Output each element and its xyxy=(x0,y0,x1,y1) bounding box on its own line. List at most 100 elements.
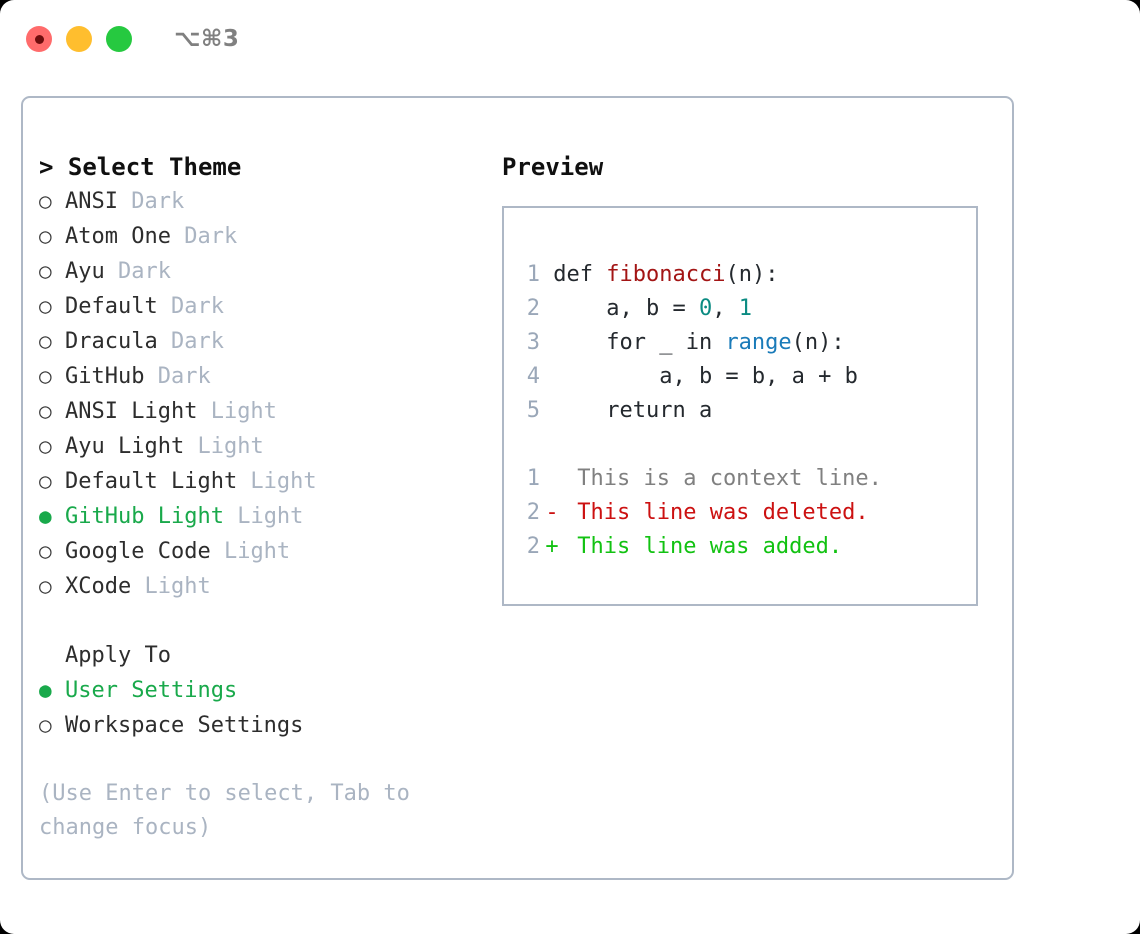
theme-option-label: Default xyxy=(65,294,158,319)
theme-option-label: Ayu Light xyxy=(65,434,185,459)
radio-unselected-icon: ○ xyxy=(39,259,52,283)
theme-option-tag: Light xyxy=(237,469,317,494)
code-line: 1 def fibonacci(n): xyxy=(516,258,976,292)
minimize-button[interactable] xyxy=(66,26,92,52)
code-token-plain: def xyxy=(553,262,607,287)
line-number: 1 xyxy=(526,262,540,287)
radio-unselected-icon: ○ xyxy=(39,713,52,737)
zoom-button[interactable] xyxy=(106,26,132,52)
line-number: 5 xyxy=(526,398,540,423)
radio-unselected-icon: ○ xyxy=(39,539,52,563)
diff-text: This is a context line. xyxy=(564,466,882,491)
line-number: 2 xyxy=(526,500,540,525)
keyboard-hint: (Use Enter to select, Tab to change focu… xyxy=(39,781,410,840)
theme-option[interactable]: ○Dracula Dark xyxy=(39,324,489,359)
radio-unselected-icon: ○ xyxy=(39,294,52,318)
diff-line: 2+ This line was added. xyxy=(516,530,976,564)
code-token-plain: return a xyxy=(553,398,713,423)
theme-option[interactable]: ○ Ayu Dark xyxy=(39,254,489,289)
content-panel: > Select Theme ○ANSI Dark○Atom One Dark○… xyxy=(21,96,1014,880)
diff-line: 2- This line was deleted. xyxy=(516,496,976,530)
radio-unselected-icon: ○ xyxy=(39,364,52,388)
theme-option-label: Atom One xyxy=(65,224,171,249)
theme-list[interactable]: ○ ANSI Dark ○ Atom One Dark ○ Ayu Dark ○ Defaul… xyxy=(39,184,489,604)
radio-selected-icon: ● xyxy=(39,504,52,528)
radio-unselected-icon: ○ xyxy=(39,399,52,423)
line-number: 1 xyxy=(526,466,540,491)
code-token-plain: , xyxy=(712,296,739,321)
code-token-plain: (n): xyxy=(725,262,779,287)
code-line: 3 for _ in range(n): xyxy=(516,326,976,360)
theme-option-tag: Light xyxy=(210,539,291,564)
theme-option[interactable]: ○ XCode Light xyxy=(39,569,489,604)
theme-option-tag: Light xyxy=(184,434,264,459)
theme-option-label: Ayu xyxy=(65,259,105,284)
apply-to-option-label: User Settings xyxy=(65,678,238,703)
radio-unselected-icon: ○ xyxy=(39,574,52,598)
diff-text: This line was deleted. xyxy=(564,500,869,525)
diff-line: 1 This is a context line. xyxy=(516,462,976,496)
theme-option[interactable]: ○Google Code Light xyxy=(39,534,489,569)
theme-option-label: XCode xyxy=(65,574,132,599)
preview-heading: Preview xyxy=(502,153,604,181)
line-number: 4 xyxy=(526,364,540,389)
code-token-fn: fibonacci xyxy=(606,262,726,287)
theme-option[interactable]: ○ Atom One Dark xyxy=(39,219,489,254)
line-number: 2 xyxy=(526,296,540,321)
radio-unselected-icon: ○ xyxy=(39,224,52,248)
radio-unselected-icon: ○ xyxy=(39,329,52,353)
code-line: 4 a, b = b, a + b xyxy=(516,360,976,394)
theme-option-label: ANSI Light xyxy=(65,399,198,424)
radio-unselected-icon: ○ xyxy=(39,469,52,493)
apply-to-option[interactable]: ●User Settings xyxy=(39,673,489,708)
theme-option-label: Default Light xyxy=(65,469,238,494)
theme-option-tag: Dark xyxy=(104,259,171,284)
code-token-kw: range xyxy=(725,330,792,355)
diff-sign: - xyxy=(545,500,559,525)
theme-option[interactable]: ○ ANSI Light Light xyxy=(39,394,489,429)
window-controls xyxy=(26,26,132,52)
theme-option-tag: Light xyxy=(197,399,277,424)
theme-option-tag: Light xyxy=(223,504,304,529)
close-button[interactable] xyxy=(26,26,52,52)
code-diff-gap xyxy=(516,428,976,462)
line-number: 2 xyxy=(526,534,540,559)
code-token-num: 1 xyxy=(738,296,752,321)
theme-option[interactable]: ○ ANSI Dark xyxy=(39,184,489,219)
theme-option[interactable]: ○ Default Light Light xyxy=(39,464,489,499)
diff-sign: + xyxy=(545,534,559,559)
theme-option-tag: Dark xyxy=(157,294,224,319)
code-line: 2 a, b = 0, 1 xyxy=(516,292,976,326)
code-token-plain: a, b = b, a + b xyxy=(553,364,858,389)
apply-to-heading: ○ Apply To xyxy=(39,638,489,673)
apply-to-option-label: Workspace Settings xyxy=(65,713,304,738)
theme-selector-column: > Select Theme ○ANSI Dark○Atom One Dark○… xyxy=(39,150,489,845)
theme-option-tag: Light xyxy=(131,574,211,599)
theme-option-label: ANSI xyxy=(65,189,118,214)
line-number: 3 xyxy=(526,330,540,355)
title-bar: ⌥⌘3 xyxy=(0,0,1140,78)
diff-sample: 1 This is a context line.2- This line wa… xyxy=(516,462,976,564)
theme-option[interactable]: ○ Default Dark xyxy=(39,289,489,324)
code-token-num: 0 xyxy=(698,296,713,321)
radio-unselected-icon: ○ xyxy=(39,434,52,458)
theme-option-tag: Dark xyxy=(117,189,185,214)
theme-option[interactable]: ○ Ayu Light Light xyxy=(39,429,489,464)
theme-option-label: GitHub Light xyxy=(65,504,224,529)
apply-to-list[interactable]: ●User Settings ○ Workspace Settings xyxy=(39,673,489,743)
theme-option[interactable]: ● GitHub Light Light xyxy=(39,499,489,534)
diff-text: This line was added. xyxy=(564,534,843,559)
apply-to-option[interactable]: ○ Workspace Settings xyxy=(39,708,489,743)
theme-option-tag: Dark xyxy=(170,224,238,249)
theme-option-tag: Dark xyxy=(144,364,211,389)
apply-to-heading-marker: ○ xyxy=(39,638,65,672)
theme-option-label: GitHub xyxy=(65,364,145,389)
radio-unselected-icon: ○ xyxy=(39,189,52,213)
theme-option-tag: Dark xyxy=(157,329,224,354)
select-theme-heading: > Select Theme xyxy=(39,153,242,181)
theme-option[interactable]: ○ GitHub Dark xyxy=(39,359,489,394)
apply-to-heading-label: Apply To xyxy=(65,643,171,668)
